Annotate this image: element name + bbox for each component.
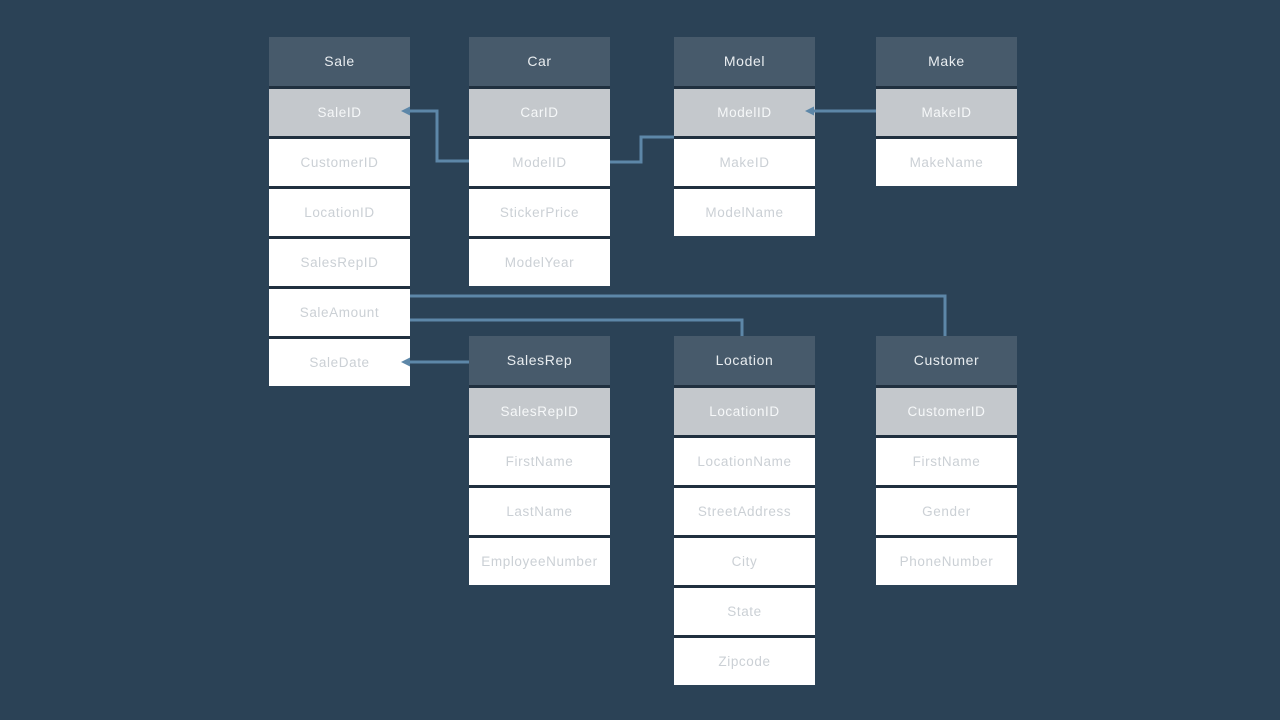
table-location-field-zipcode: Zipcode [674,635,815,685]
table-sale-field-customerid: CustomerID [269,136,410,186]
table-location-field-locationname: LocationName [674,435,815,485]
table-salesrep-title: SalesRep [469,336,610,385]
connector-car-modelid-to-model [610,135,674,164]
table-sale-field-saledate: SaleDate [269,336,410,386]
table-car-field-modelyear: ModelYear [469,236,610,286]
table-sale-field-saleamount: SaleAmount [269,286,410,336]
table-model-field-makeid: MakeID [674,136,815,186]
table-salesrep-field-salesrepid: SalesRepID [469,385,610,435]
table-make-title: Make [876,37,1017,86]
table-location-field-state: State [674,585,815,635]
table-location-title: Location [674,336,815,385]
table-salesrep-field-employeenumber: EmployeeNumber [469,535,610,585]
table-sale-field-locationid: LocationID [269,186,410,236]
connector-sale-to-customer [410,294,947,336]
table-car-title: Car [469,37,610,86]
table-model-title: Model [674,37,815,86]
table-sale-field-saleid: SaleID [269,86,410,136]
connector-sale-to-location [410,318,744,336]
table-model-field-modelname: ModelName [674,186,815,236]
table-car-field-modelid: ModelID [469,136,610,186]
table-sale-title: Sale [269,37,410,86]
table-location-field-locationid: LocationID [674,385,815,435]
table-model-field-modelid: ModelID [674,86,815,136]
table-customer-field-customerid: CustomerID [876,385,1017,435]
table-customer-title: Customer [876,336,1017,385]
table-salesrep-field-lastname: LastName [469,485,610,535]
table-make-field-makename: MakeName [876,136,1017,186]
table-location-field-city: City [674,535,815,585]
table-sale-field-salesrepid: SalesRepID [269,236,410,286]
table-car-field-stickerprice: StickerPrice [469,186,610,236]
table-customer-field-gender: Gender [876,485,1017,535]
table-car-field-carid: CarID [469,86,610,136]
connector-sale-saleid-to-car-modelid [410,109,469,163]
table-make-field-makeid: MakeID [876,86,1017,136]
table-customer-field-firstname: FirstName [876,435,1017,485]
table-location-field-streetaddress: StreetAddress [674,485,815,535]
table-customer-field-phonenumber: PhoneNumber [876,535,1017,585]
table-salesrep-field-firstname: FirstName [469,435,610,485]
